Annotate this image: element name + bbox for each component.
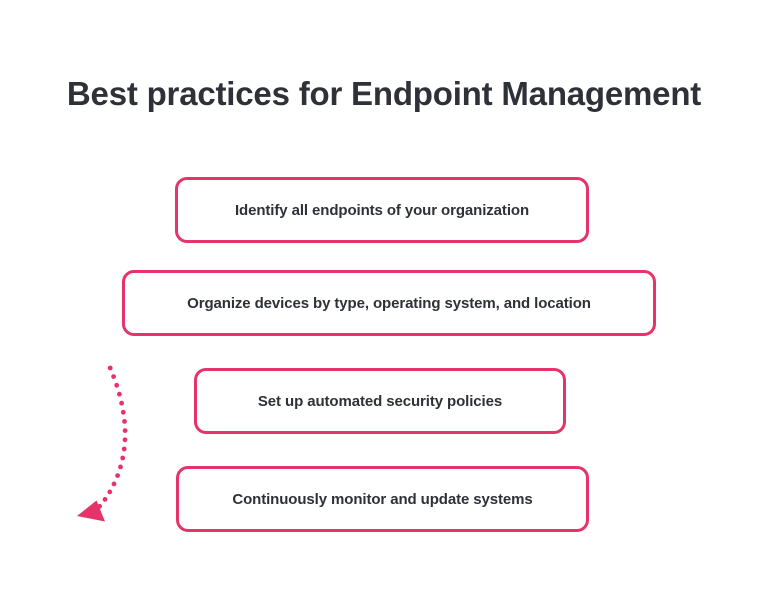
step-box-4[interactable]: Continuously monitor and update systems	[176, 466, 589, 532]
step-label-3: Set up automated security policies	[257, 392, 503, 410]
step-box-3[interactable]: Set up automated security policies	[194, 368, 566, 434]
step-box-2[interactable]: Organize devices by type, operating syst…	[122, 270, 656, 336]
page-title: Best practices for Endpoint Management	[66, 75, 702, 112]
step-label-4: Continuously monitor and update systems	[232, 490, 533, 508]
arrow-head-icon	[77, 500, 105, 522]
step-box-1[interactable]: Identify all endpoints of your organizat…	[175, 177, 589, 243]
arrow-dots	[97, 365, 128, 509]
dotted-curved-arrow-icon	[77, 365, 128, 522]
step-label-1: Identify all endpoints of your organizat…	[234, 201, 530, 219]
step-label-2: Organize devices by type, operating syst…	[187, 294, 591, 312]
